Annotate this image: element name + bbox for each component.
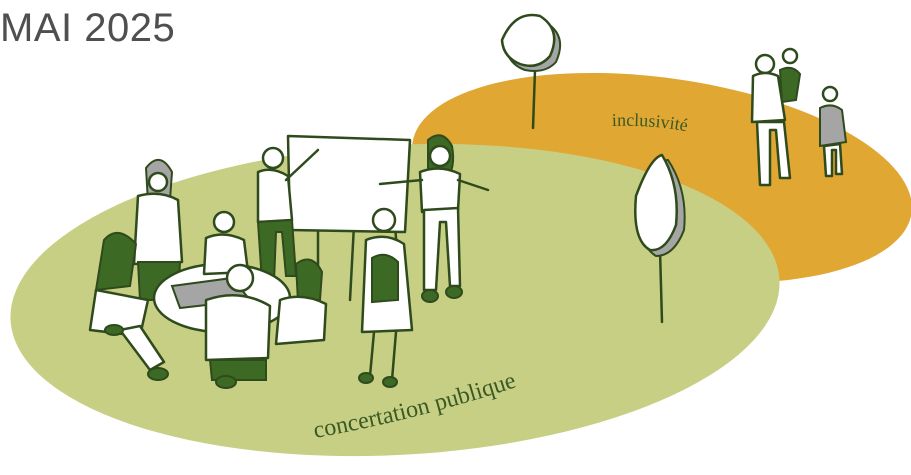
tree-icon bbox=[500, 13, 562, 130]
person-with-backpack bbox=[358, 207, 414, 388]
tree-icon bbox=[634, 153, 686, 324]
person-writing bbox=[256, 146, 320, 283]
seated-group bbox=[88, 159, 328, 389]
family-figures bbox=[750, 47, 848, 187]
date-heading: MAI 2025 bbox=[0, 6, 176, 50]
person-presenting bbox=[378, 134, 490, 303]
